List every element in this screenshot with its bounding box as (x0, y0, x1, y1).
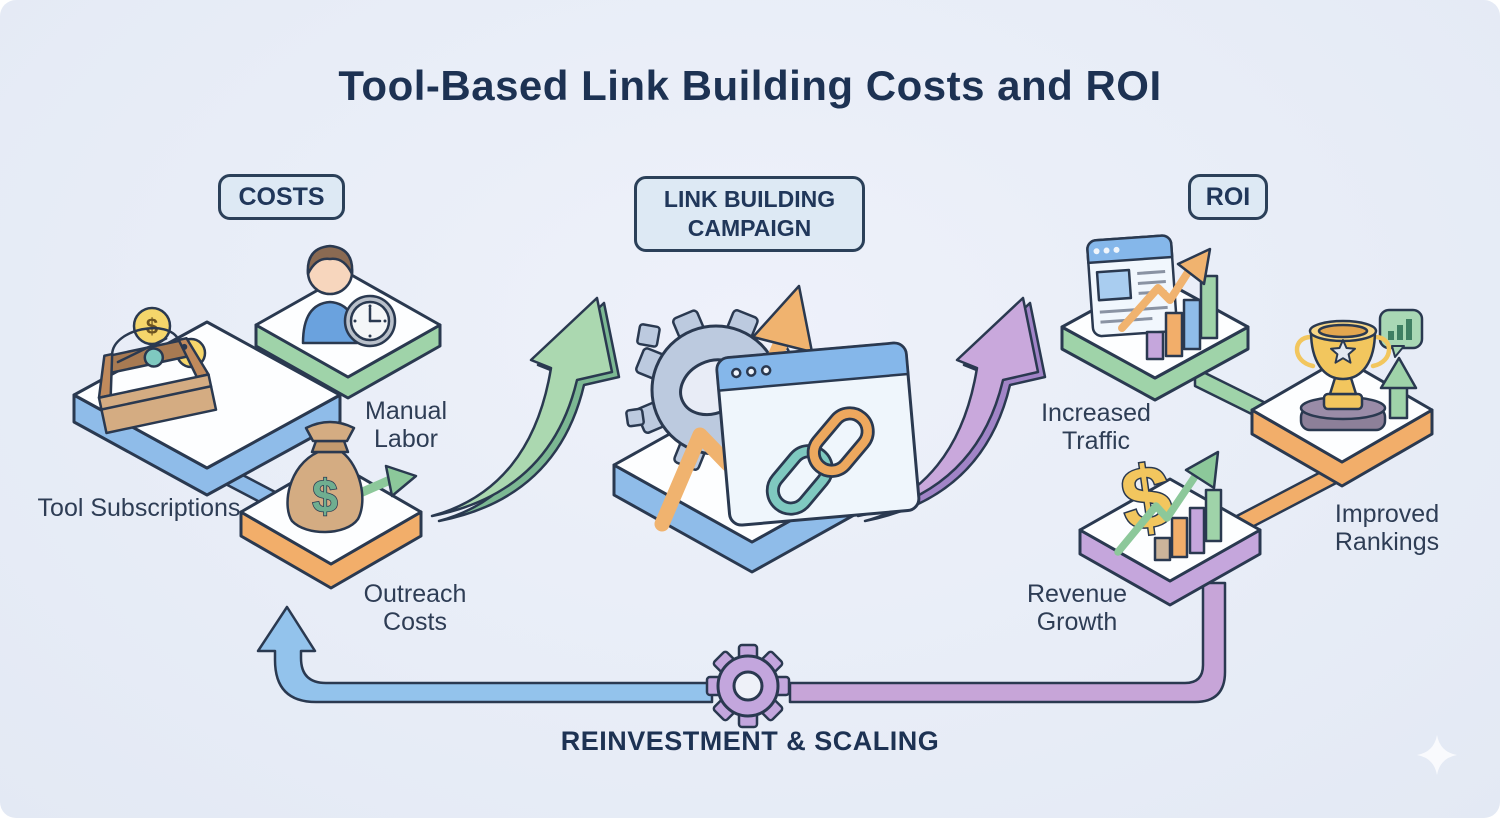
money-bag-arrow-icon: $ (286, 420, 418, 534)
gear-growth-browser-link-icon (625, 284, 921, 532)
campaign-stage-text: LINK BUILDING CAMPAIGN (663, 186, 836, 241)
chain-link-icon (765, 406, 875, 516)
reinvestment-label: REINVESTMENT & SCALING (560, 726, 940, 756)
label-increased-traffic: Increased Traffic (1041, 399, 1151, 455)
trophy-up-arrow-icon (1294, 308, 1424, 432)
reinvestment-gear-icon (705, 643, 791, 729)
page-title: Tool-Based Link Building Costs and ROI (338, 62, 1162, 109)
label-tool-subscriptions: Tool Subscriptions (37, 494, 241, 522)
svg-text:$: $ (146, 314, 158, 339)
dollar-bars-arrow-icon: $ (1114, 444, 1223, 562)
label-manual-labor: Manual Labor (365, 397, 447, 453)
up-arrow-icon (1379, 356, 1418, 420)
star-icon (1330, 339, 1356, 364)
browser-analytics-icon (1086, 234, 1219, 361)
roi-stage-text: ROI (1205, 182, 1251, 211)
clock-icon (343, 294, 397, 348)
toolbox-with-coins-icon: $ $ (97, 306, 218, 435)
svg-text:$: $ (312, 470, 338, 522)
trophy-icon (1294, 319, 1392, 432)
costs-stage-text: COSTS (238, 182, 325, 211)
label-outreach-costs: Outreach Costs (363, 580, 467, 636)
worker-with-clock-icon (301, 244, 397, 348)
sparkle-icon (1417, 735, 1457, 775)
coin-icon: $ (132, 306, 172, 346)
rank-badge-icon (1378, 308, 1424, 358)
label-revenue-growth: Revenue Growth (1026, 580, 1128, 636)
label-improved-rankings: Improved Rankings (1334, 500, 1440, 556)
roi-stage-label: ROI (1188, 174, 1268, 220)
reinvestment-loop-blue-arrow (256, 605, 714, 704)
reinvestment-loop-purple-bar (788, 581, 1227, 704)
browser-link-icon (715, 341, 921, 527)
costs-stage-label: COSTS (218, 174, 345, 220)
arrow-costs-to-campaign (430, 296, 621, 523)
campaign-stage-label: LINK BUILDING CAMPAIGN (634, 176, 865, 252)
